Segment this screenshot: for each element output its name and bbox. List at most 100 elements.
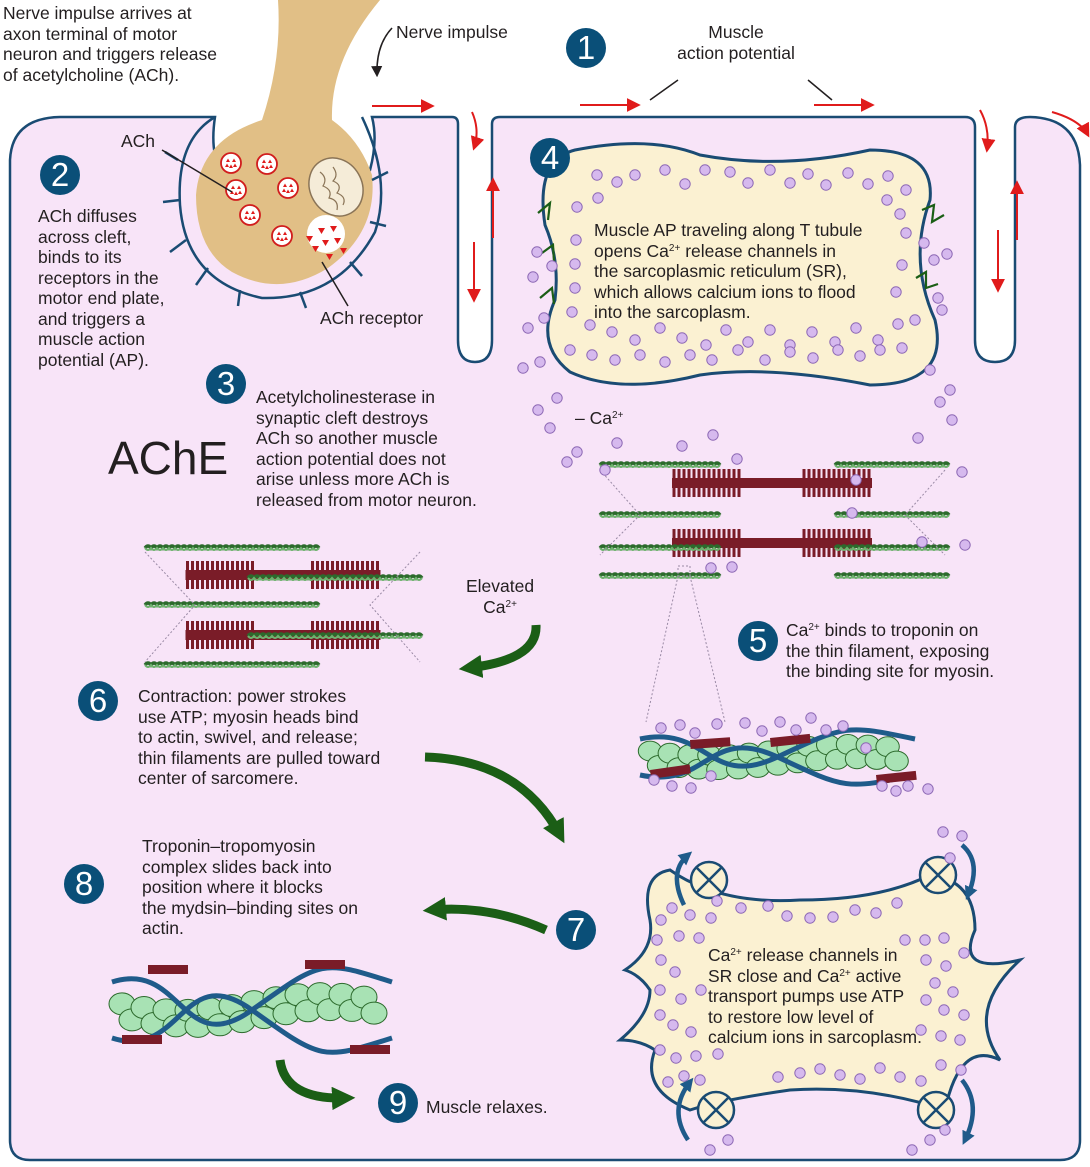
- myosin-filament: [672, 469, 872, 497]
- calcium-ion: [944, 852, 956, 864]
- calcium-ion: [806, 326, 818, 338]
- calcium-ion: [764, 164, 776, 176]
- calcium-ion: [561, 456, 573, 468]
- process-arrows: [275, 624, 565, 1111]
- calcium-ion: [932, 292, 944, 304]
- actin-strand: [246, 632, 424, 639]
- calcium-ion: [902, 780, 914, 792]
- calcium-ion: [842, 167, 854, 179]
- calcium-ion: [591, 169, 603, 181]
- calcium-ion: [938, 932, 950, 944]
- junctional-fold: [298, 291, 308, 309]
- ach-molecule: [312, 246, 319, 252]
- calcium-ion: [922, 783, 934, 795]
- muscle-relaxes-label: Muscle relaxes.: [426, 1097, 548, 1117]
- calcium-ion: [592, 192, 604, 204]
- calcium-ion: [920, 994, 932, 1006]
- calcium-ion: [732, 344, 744, 356]
- actin-strand: [143, 544, 321, 551]
- calcium-ion: [629, 169, 641, 181]
- calcium-ion: [881, 194, 893, 206]
- actin-strand: [598, 544, 722, 551]
- calcium-ion: [891, 897, 903, 909]
- calcium-ion: [934, 396, 946, 408]
- thin-filament: [108, 960, 393, 1055]
- calcium-ion: [794, 1067, 806, 1079]
- open-ca-channels: [537, 200, 945, 305]
- calcium-ion: [662, 1076, 674, 1088]
- z-disc: [599, 469, 641, 556]
- calcium-ion: [678, 1070, 690, 1082]
- calcium-ion: [655, 722, 667, 734]
- ach-molecule: [306, 236, 313, 242]
- calcium-ion: [684, 909, 696, 921]
- calcium-ion: [705, 770, 717, 782]
- step-1-badge: 1: [566, 28, 606, 68]
- calcium-ion: [882, 170, 894, 182]
- map-pointer-right: [807, 79, 833, 101]
- synaptic-vesicles: [220, 152, 299, 247]
- calcium-ion: [569, 258, 581, 270]
- step-5-badge: 5: [738, 621, 778, 661]
- pump-arrows: [674, 843, 978, 1145]
- troponin: [650, 764, 691, 779]
- calcium-ion: [918, 237, 930, 249]
- tropomyosin-strand: [111, 993, 393, 1055]
- calcium-ion: [762, 900, 774, 912]
- calcium-ion: [896, 259, 908, 271]
- ach-label: ACh: [121, 131, 156, 151]
- calcium-ion: [919, 934, 931, 946]
- calcium-ion: [532, 404, 544, 416]
- calcium-ion: [935, 1030, 947, 1042]
- troponin: [122, 1035, 162, 1044]
- calcium-ion: [846, 507, 858, 519]
- step-9-badge: 9: [378, 1083, 418, 1123]
- calcium-ion: [820, 724, 832, 736]
- calcium-ion: [711, 895, 723, 907]
- calcium-ion: [611, 437, 623, 449]
- actin-strand: [598, 461, 722, 468]
- mitochondrion: [308, 157, 364, 217]
- calcium-ion: [674, 719, 686, 731]
- calcium-ion: [956, 466, 968, 478]
- junctional-fold: [369, 220, 387, 228]
- calcium-ion: [538, 312, 550, 324]
- actin-monomer: [360, 1001, 388, 1025]
- synaptic-vesicle: [256, 153, 278, 175]
- calcium-ion: [896, 342, 908, 354]
- calcium-ion: [924, 1134, 936, 1146]
- actin-strand: [598, 511, 722, 518]
- ach-molecule: [326, 254, 333, 260]
- calcium-ion: [781, 910, 793, 922]
- calcium-ion: [946, 414, 958, 426]
- calcium-ion: [684, 349, 696, 361]
- z-disc: [369, 551, 421, 663]
- calcium-ion: [654, 1044, 666, 1056]
- calcium-ion: [854, 1073, 866, 1085]
- step-2-badge: 2: [40, 155, 80, 195]
- sarcoplasmic-reticulum-open: [541, 142, 939, 387]
- calcium-ion: [802, 168, 814, 180]
- calcium-ion: [654, 322, 666, 334]
- calcium-ion: [759, 354, 771, 366]
- step-4-badge: 4: [530, 138, 570, 178]
- calcium-ion: [720, 324, 732, 336]
- calcium-ion: [685, 782, 697, 794]
- calcium-ion: [849, 904, 861, 916]
- calcium-ion: [899, 934, 911, 946]
- calcium-ion: [837, 720, 849, 732]
- calcium-ion: [860, 742, 872, 754]
- calcium-ion: [673, 930, 685, 942]
- calcium-ion: [742, 336, 754, 348]
- calcium-ion: [711, 718, 723, 730]
- ach-molecule: [322, 240, 329, 246]
- z-disc: [144, 551, 196, 663]
- calcium-ion: [920, 954, 932, 966]
- calcium-ion: [669, 966, 681, 978]
- zoom-lines: [645, 565, 726, 723]
- calcium-ion: [706, 354, 718, 366]
- calcium-ion: [569, 282, 581, 294]
- calcium-ion: [900, 184, 912, 196]
- calcium-ion: [599, 464, 611, 476]
